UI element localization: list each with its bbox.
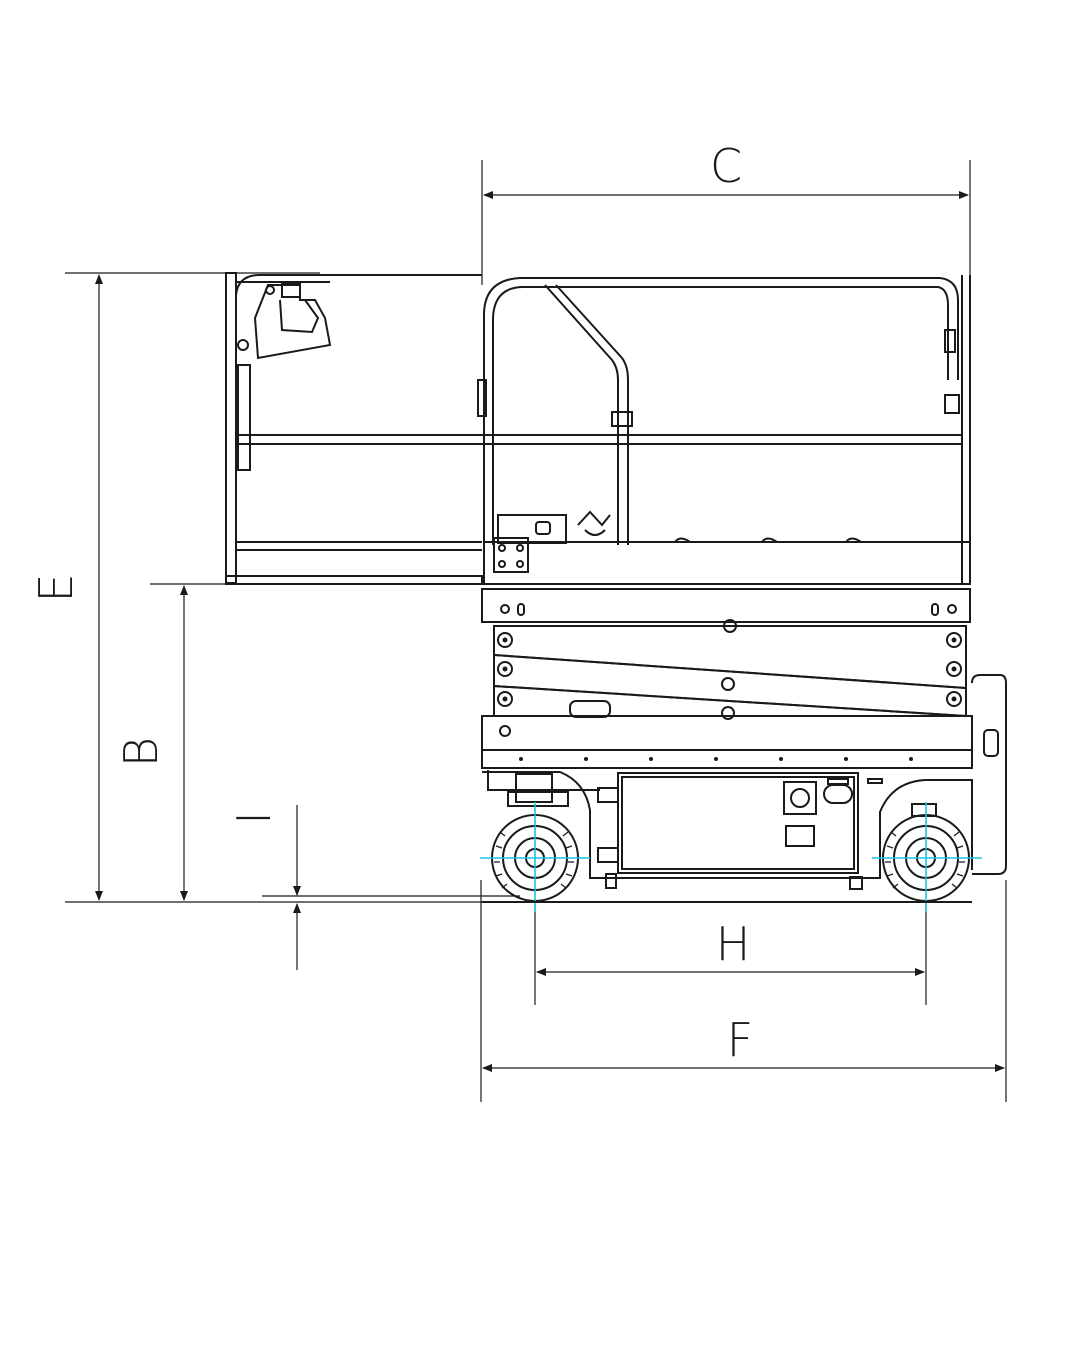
- center-pin-icon: [723, 619, 737, 633]
- slot-icon: [517, 603, 525, 616]
- main-top-rail-inner: [492, 286, 949, 380]
- pin-icon: [946, 691, 962, 707]
- pin-icon: [497, 691, 513, 707]
- handle-label: [827, 778, 849, 785]
- dimension-b: B: [114, 583, 230, 901]
- extension-top-rail-curve: [235, 274, 482, 296]
- rail-clamp-gate: [611, 411, 633, 427]
- dimension-c: C: [481, 139, 971, 285]
- chassis-base-outline: [482, 771, 973, 879]
- scissor-pins: [497, 619, 962, 720]
- chassis-trim-dots: [519, 757, 913, 761]
- rear-brake-release: [849, 876, 863, 890]
- lift-cylinder-end: [569, 700, 611, 718]
- dimension-i-label: I: [227, 811, 281, 825]
- rear-ladder-step: [971, 674, 1007, 875]
- deck-lanyard-anchor: [577, 510, 611, 536]
- battery-compartment-inner: [621, 776, 855, 870]
- dimension-c-label: C: [710, 139, 742, 193]
- dimension-i: I: [227, 805, 520, 970]
- compartment-hinge-top: [597, 787, 619, 803]
- deck-side-panel: [483, 541, 971, 585]
- deck-outlet-socket: [535, 521, 551, 535]
- deck-plate-bolt: [516, 560, 524, 568]
- deck-plate-bolt: [516, 544, 524, 552]
- dimension-f: F: [480, 880, 1007, 1102]
- charger-port-icon: [790, 788, 810, 808]
- battery-indicator-label: [785, 825, 815, 847]
- pin-icon: [947, 604, 957, 614]
- pin-icon: [497, 632, 513, 648]
- deck-socket-plate: [493, 537, 529, 573]
- control-box-face: [279, 299, 320, 334]
- compartment-hinge-bottom: [597, 847, 619, 863]
- emergency-lowering-handle: [823, 784, 853, 804]
- gate-diagonal-rail-outer: [544, 284, 619, 420]
- battery-compartment: [617, 772, 859, 874]
- extension-deck-floor: [225, 575, 483, 585]
- gate-diagonal-rail-inner: [555, 284, 629, 420]
- charger-port-plate: [783, 781, 817, 815]
- scissor-top-frame: [481, 588, 971, 623]
- chassis-trim-strip: [481, 749, 973, 769]
- pin-icon: [946, 632, 962, 648]
- extension-side-bracket: [237, 364, 251, 471]
- extension-rail-post-left: [225, 272, 237, 584]
- chassis-top-rail: [481, 715, 973, 751]
- dimension-h-label: H: [716, 917, 751, 971]
- center-pin-icon: [721, 677, 735, 691]
- control-box-knob-2: [265, 285, 275, 295]
- main-top-rail-outer: [483, 277, 959, 380]
- scissor-stack: [481, 588, 971, 720]
- chassis: [481, 674, 1007, 890]
- dimension-f-label: F: [727, 1013, 753, 1067]
- control-box-body: [253, 284, 332, 360]
- slot-icon: [931, 603, 939, 616]
- side-marker: [867, 778, 883, 784]
- compartment-latch: [605, 873, 617, 889]
- axle-centerlines: [480, 802, 982, 912]
- chassis-front-lip: [487, 770, 600, 791]
- dimension-h: H: [534, 905, 927, 1005]
- front-tire-tread: [494, 831, 574, 889]
- pin-icon: [500, 604, 510, 614]
- rear-ladder-handhold: [983, 729, 999, 757]
- deck-plate-bolt: [498, 544, 506, 552]
- deck-power-outlet-box: [497, 514, 567, 544]
- dimension-b-label: B: [114, 737, 168, 767]
- platform-guardrails: [225, 272, 971, 585]
- rail-clamp-right-upper: [944, 329, 956, 353]
- front-steer-linkage: [507, 791, 569, 807]
- deck-plate-bolt: [498, 560, 506, 568]
- platform-deck: [483, 510, 971, 585]
- rail-clamp-left: [477, 379, 487, 417]
- deck-floor-tiedowns: [674, 537, 862, 543]
- dimension-e-label: E: [29, 573, 83, 602]
- control-box-mount: [281, 282, 301, 298]
- center-pin-icon: [721, 706, 735, 720]
- control-box: [237, 282, 332, 360]
- rear-tire-tread: [885, 831, 965, 889]
- control-box-knob: [237, 339, 249, 351]
- pin-icon: [946, 661, 962, 677]
- dimension-e: E: [29, 272, 485, 903]
- pin-icon: [499, 725, 511, 737]
- rail-clamp-right-lower: [944, 394, 960, 414]
- front-steer-block: [515, 773, 553, 803]
- pin-icon: [497, 661, 513, 677]
